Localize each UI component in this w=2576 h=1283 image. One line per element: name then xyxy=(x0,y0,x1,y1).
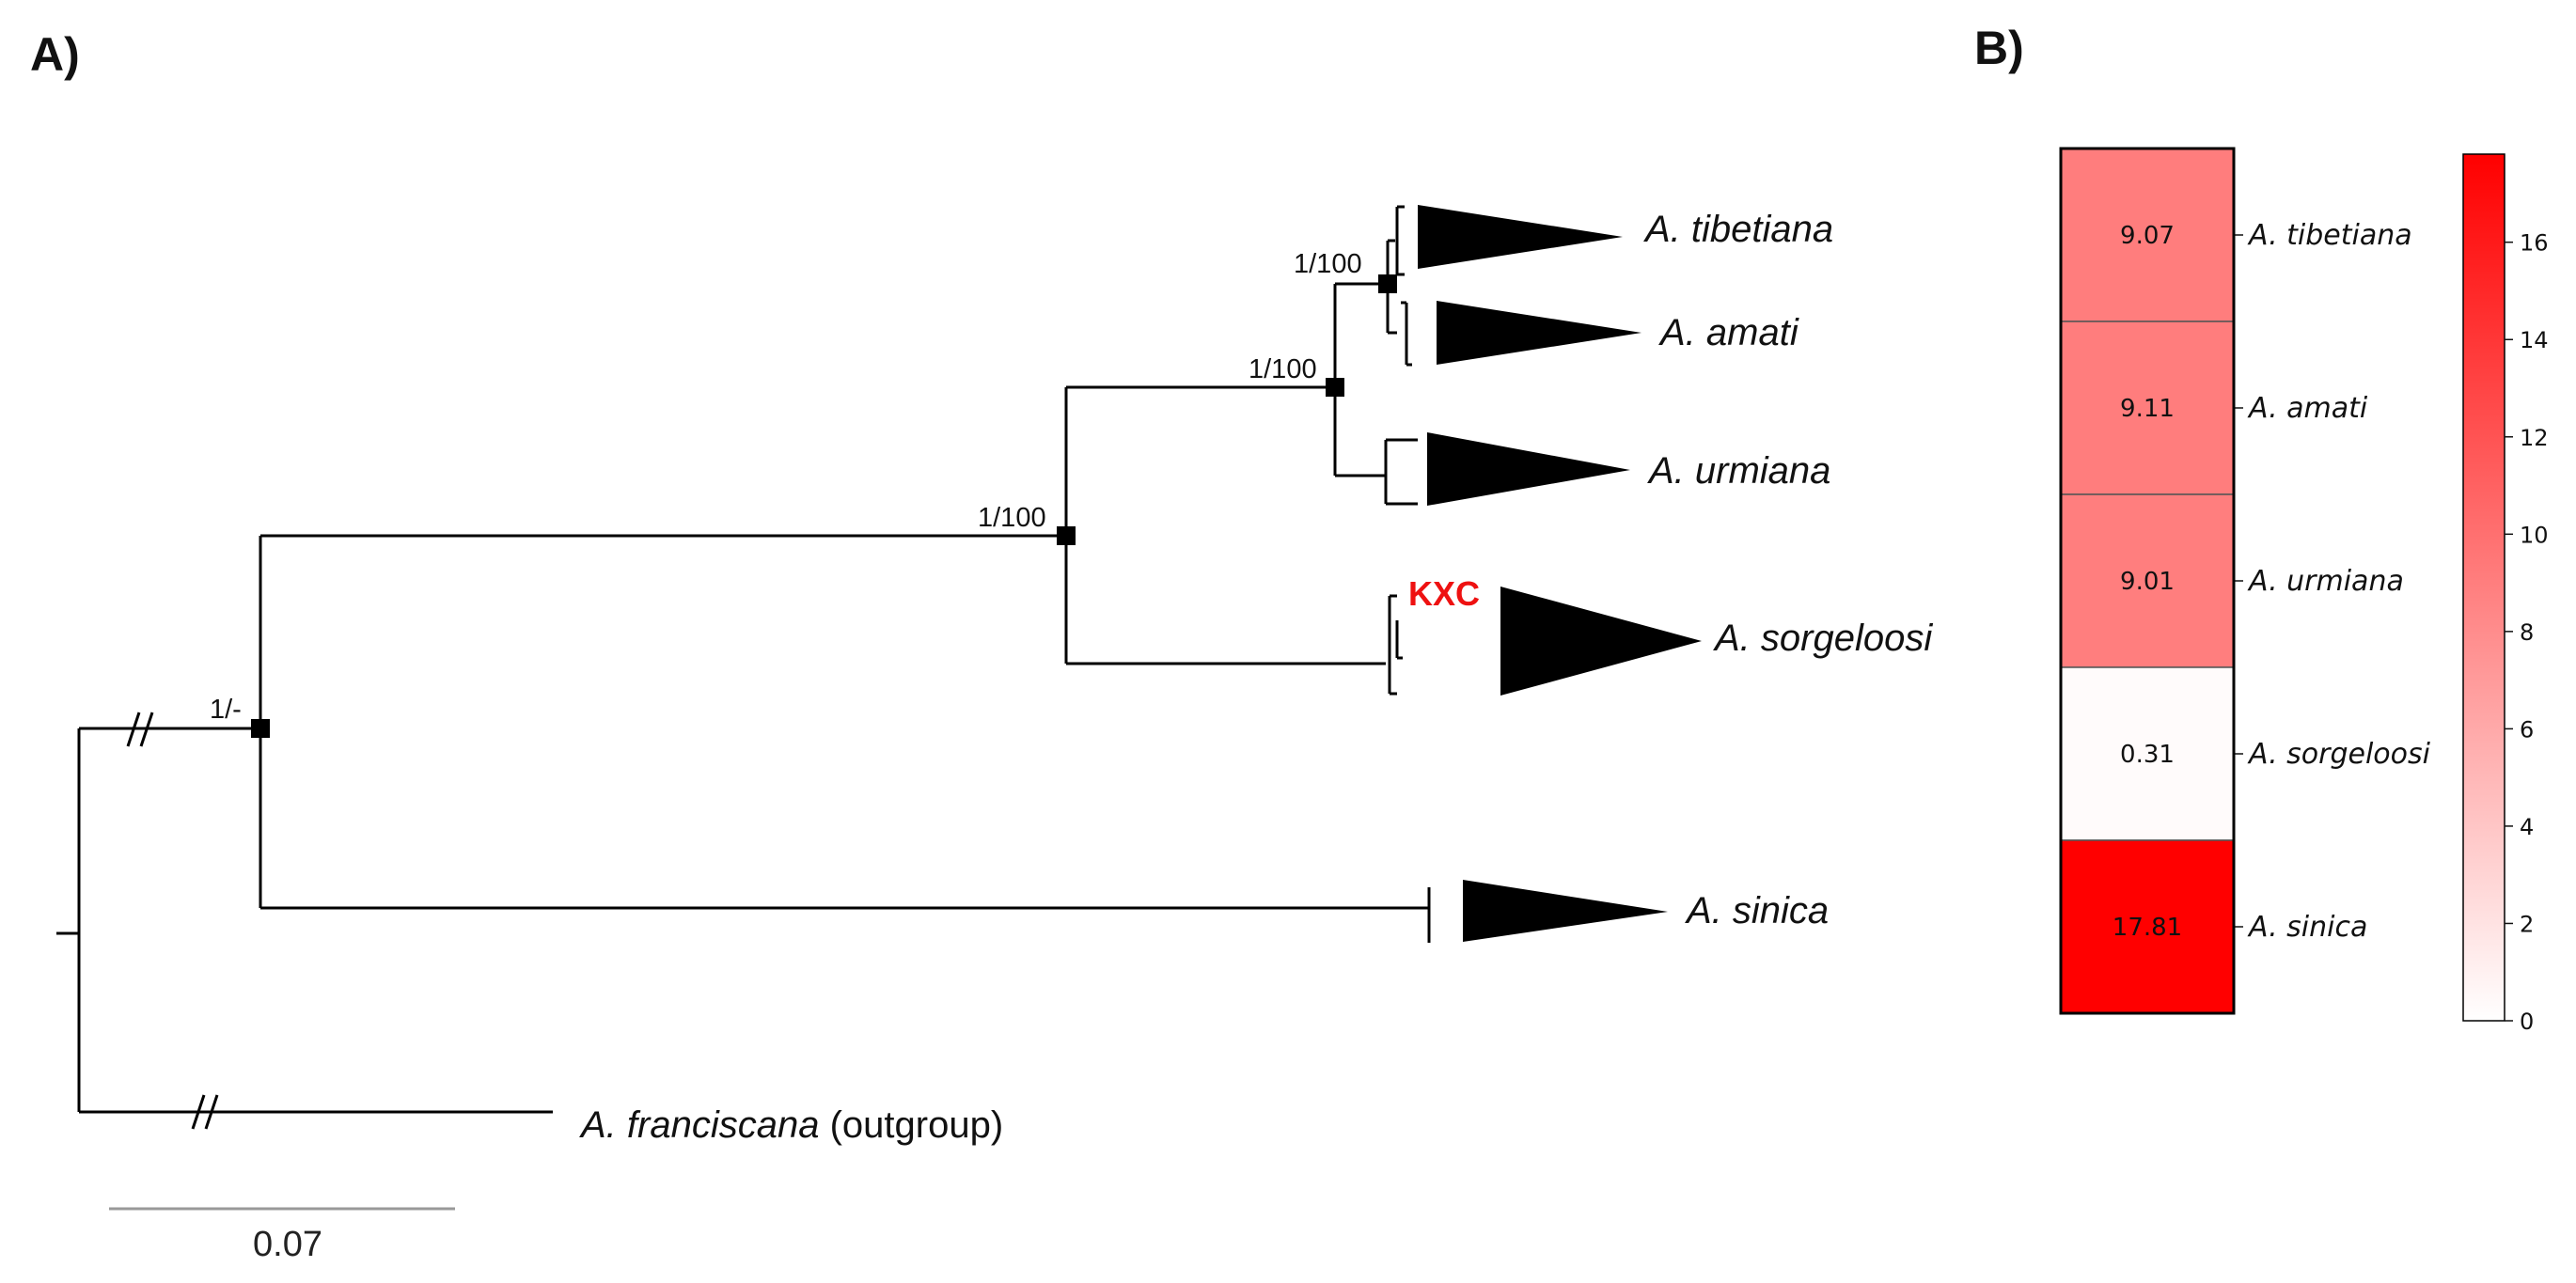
taxon-label-franciscana: A. franciscana (outgroup) xyxy=(579,1104,1003,1146)
collapsed-clade-urmiana xyxy=(1427,432,1630,506)
taxon-label-urmiana: A. urmiana xyxy=(1647,450,1830,492)
colorbar-tick-label: 10 xyxy=(2520,522,2549,548)
colorbar-tick-label: 8 xyxy=(2520,619,2534,646)
node-marker-pair xyxy=(1378,274,1397,293)
heatmap-cell-value: 0.31 xyxy=(2120,741,2175,769)
heatmap-cell-value: 9.11 xyxy=(2120,395,2175,423)
taxon-label-tibetiana: A. tibetiana xyxy=(1643,209,1833,250)
phylogenetic-tree: 1/- 1/100 1/100 1/100 A. tibetiana A. am… xyxy=(56,205,1933,1264)
taxon-label-sinica: A. sinica xyxy=(1685,890,1829,931)
support-root: 1/- xyxy=(210,695,242,725)
heatmap-row-label: A. sinica xyxy=(2247,911,2367,944)
collapsed-clade-amati xyxy=(1437,301,1641,365)
colorbar-tick-label: 4 xyxy=(2520,814,2534,840)
urmiana-bracket xyxy=(1384,438,1418,506)
support-main: 1/100 xyxy=(978,503,1046,533)
colorbar-tick-label: 0 xyxy=(2520,1009,2534,1035)
heatmap-border xyxy=(2059,147,2236,1015)
heatmap-cell-value: 9.01 xyxy=(2120,568,2175,596)
highlight-label-kxc: KXC xyxy=(1408,574,1480,613)
franciscana-name: A. franciscana xyxy=(579,1104,819,1146)
heatmap-row-label: A. urmiana xyxy=(2247,565,2404,598)
amati-bracket xyxy=(1401,301,1412,367)
node-marker-root xyxy=(251,719,270,738)
heatmap: 9.07 A. tibetiana 9.11 A. amati 9.01 A. urmia… xyxy=(2059,147,2431,1015)
outgroup-break-mark xyxy=(191,1094,219,1130)
panel-b-label: B) xyxy=(1974,22,2024,74)
heatmap-cell xyxy=(2060,839,2235,1014)
heatmap-row-label: A. amati xyxy=(2247,392,2368,425)
heatmap-cell-value: 9.07 xyxy=(2120,222,2175,250)
heatmap-cell xyxy=(2060,666,2235,841)
colorbar-tick-label: 2 xyxy=(2520,911,2534,937)
heatmap-cell-value: 17.81 xyxy=(2113,914,2182,942)
heatmap-cell xyxy=(2060,493,2235,668)
support-pair: 1/100 xyxy=(1294,249,1362,279)
colorbar: 0 2 4 6 8 10 12 14 16 xyxy=(2462,153,2549,1035)
colorbar-tick-label: 14 xyxy=(2520,327,2549,353)
scale-bar-label: 0.07 xyxy=(253,1225,322,1264)
outgroup-note: (outgroup) xyxy=(819,1104,1003,1146)
collapsed-clade-sinica xyxy=(1463,880,1668,942)
branch-break-mark xyxy=(126,712,154,747)
node-marker-main xyxy=(1057,526,1076,545)
collapsed-clade-tibetiana xyxy=(1418,205,1623,269)
heatmap-cell xyxy=(2060,148,2235,322)
taxon-label-amati: A. amati xyxy=(1658,312,1799,353)
colorbar-tick-label: 12 xyxy=(2520,425,2549,451)
tibetiana-bracket xyxy=(1395,205,1405,276)
heatmap-row-label: A. sorgeloosi xyxy=(2247,738,2431,771)
panel-a-label: A) xyxy=(30,28,80,81)
taxon-label-sorgeloosi: A. sorgeloosi xyxy=(1713,618,1933,659)
colorbar-tick-label: 16 xyxy=(2520,230,2549,257)
node-marker-trio xyxy=(1326,378,1344,397)
support-trio: 1/100 xyxy=(1249,354,1317,384)
sorgeloosi-bracket xyxy=(1388,594,1403,696)
collapsed-clade-sorgeloosi xyxy=(1500,587,1702,696)
colorbar-gradient xyxy=(2462,153,2505,1022)
colorbar-tick-label: 6 xyxy=(2520,716,2534,743)
heatmap-row-label: A. tibetiana xyxy=(2247,219,2412,252)
